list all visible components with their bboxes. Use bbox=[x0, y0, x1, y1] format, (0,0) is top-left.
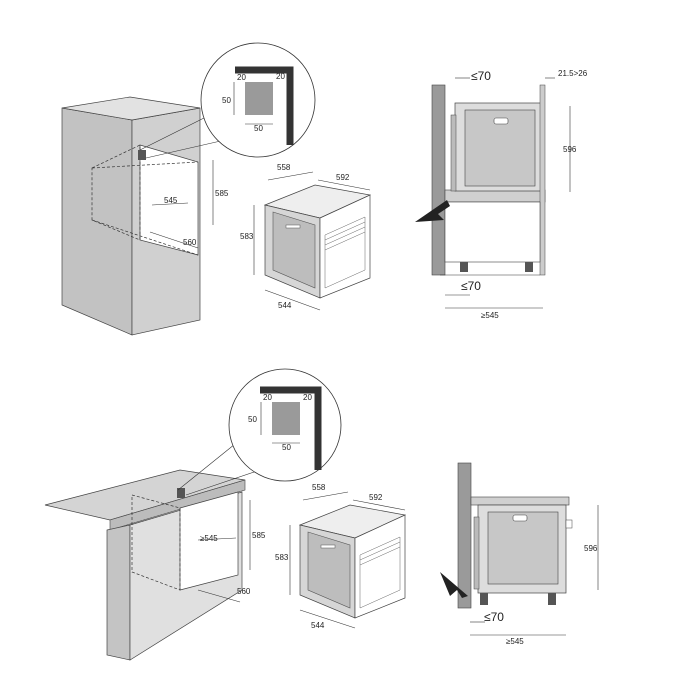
side-gap-side-label: 21.5>26 bbox=[558, 69, 588, 78]
uc-niche-height-label: 585 bbox=[252, 531, 266, 540]
uc-detail-side-label: 50 bbox=[248, 415, 257, 424]
uc-oven-height-label: 583 bbox=[275, 553, 289, 562]
oven-width-label: 592 bbox=[336, 173, 350, 182]
oven-illustration bbox=[253, 171, 372, 311]
oven-front-width-label: 544 bbox=[278, 301, 292, 310]
uc-side-depth-label: ≥545 bbox=[506, 637, 524, 646]
niche-height-label: 585 bbox=[215, 189, 229, 198]
uc-niche-width-label: 560 bbox=[237, 587, 251, 596]
detail-magnifier bbox=[139, 42, 316, 159]
uc-niche-depth-label: ≥545 bbox=[200, 534, 218, 543]
uc-side-gap-bottom-label: ≤70 bbox=[484, 610, 504, 624]
side-depth-label: ≥545 bbox=[481, 311, 499, 320]
side-gap-bottom-label: ≤70 bbox=[461, 279, 481, 293]
uc-detail-magnifier bbox=[177, 368, 342, 496]
niche-depth-label: 545 bbox=[164, 196, 178, 205]
side-gap-top-label: ≤70 bbox=[471, 69, 491, 83]
uc-oven-depth-label: 558 bbox=[312, 483, 326, 492]
detail-bottom-label: 50 bbox=[254, 124, 263, 133]
tall-cabinet-illustration bbox=[61, 96, 214, 336]
side-height-label: 596 bbox=[563, 145, 577, 154]
uc-side-height-label: 596 bbox=[584, 544, 598, 553]
niche-width-label: 560 bbox=[183, 238, 197, 247]
uc-oven-front-width-label: 544 bbox=[311, 621, 325, 630]
detail-h-top-label: 20 bbox=[237, 73, 246, 82]
oven-height-label: 583 bbox=[240, 232, 254, 241]
uc-detail-h-top-label: 20 bbox=[263, 393, 272, 402]
uc-detail-w-top-label: 20 bbox=[303, 393, 312, 402]
uc-oven-width-label: 592 bbox=[369, 493, 383, 502]
under-counter-illustration bbox=[44, 469, 251, 661]
uc-oven-illustration bbox=[289, 491, 407, 629]
side-view-tall bbox=[415, 77, 571, 309]
detail-w-top-label: 20 bbox=[276, 72, 285, 81]
uc-detail-bottom-label: 50 bbox=[282, 443, 291, 452]
oven-depth-label: 558 bbox=[277, 163, 291, 172]
side-view-under-counter bbox=[440, 462, 599, 636]
detail-side-label: 50 bbox=[222, 96, 231, 105]
